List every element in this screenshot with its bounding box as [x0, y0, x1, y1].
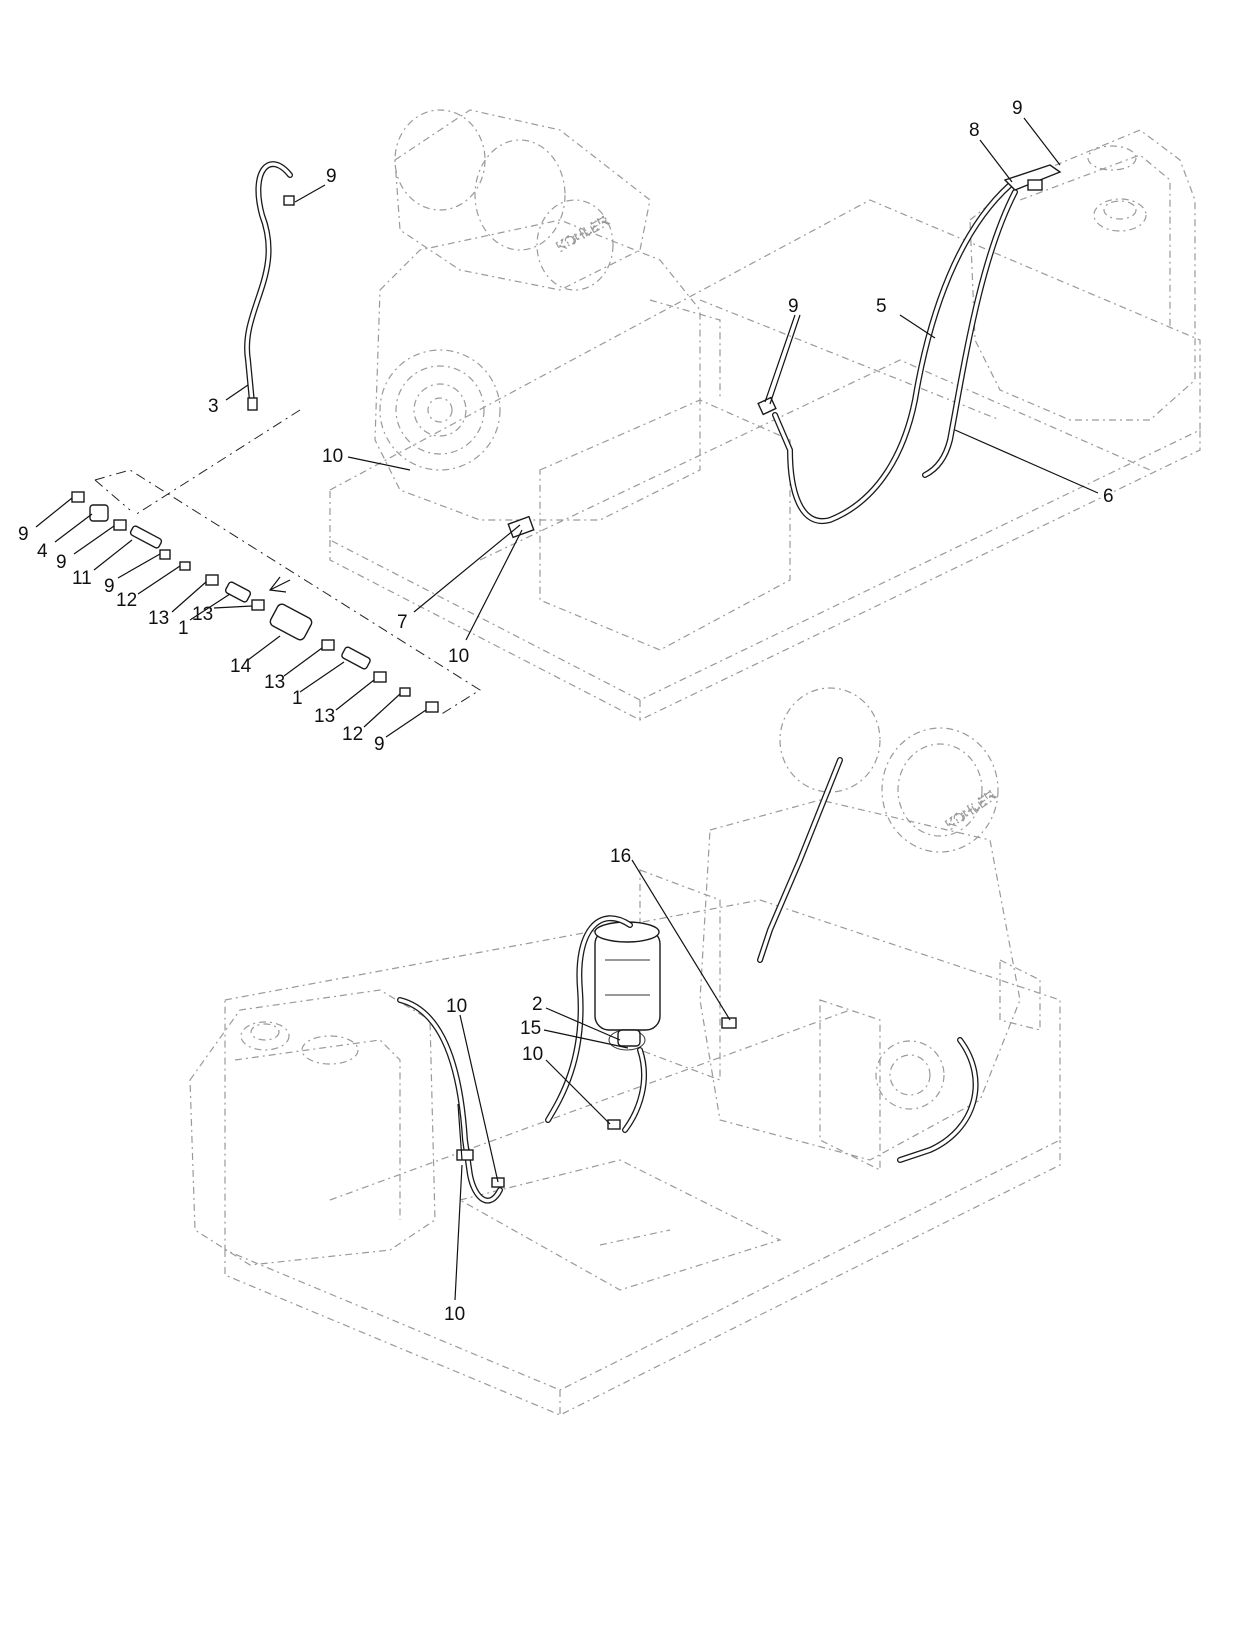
callout-12-b: 12: [342, 724, 363, 745]
clamp-13-a: [205, 574, 219, 586]
fitting-4: [89, 504, 109, 522]
fitting-12-a: [179, 561, 191, 571]
callout-12-a: 12: [116, 590, 137, 611]
fuel-line-3: [244, 161, 295, 411]
hose-1-b: [341, 646, 371, 670]
clamp-9-b: [113, 519, 127, 531]
callout-9-b: 9: [18, 524, 29, 545]
hose-clamp-10-engine: [507, 515, 535, 539]
callout-5: 5: [876, 296, 887, 317]
callout-4: 4: [37, 541, 48, 562]
bottom-engine-brand-label: KOHLER: [943, 786, 999, 832]
top-callout-labels: 9 3 10 9 4 9 11 9 12 13 1 13 14 13 1 13 …: [18, 98, 1114, 755]
bottom-assembly: KOHLER: [189, 687, 1061, 1416]
clamp-9-a: [71, 491, 85, 503]
fuel-line-6: [922, 189, 1018, 478]
callout-1-a: 1: [178, 618, 189, 639]
top-engine-brand-label: KOHLER: [554, 212, 612, 255]
bottom-leader-lines: [457, 859, 731, 1183]
callout-13-b: 13: [192, 604, 213, 625]
callout-10-e: 10: [444, 1304, 465, 1325]
callout-10-c: 10: [522, 1044, 543, 1065]
fuel-line-5: [772, 182, 1013, 525]
callout-8: 8: [969, 120, 980, 141]
hose-11: [129, 525, 163, 549]
bottom-fuel-hoses: [397, 757, 979, 1204]
bottom-frame-phantom: [224, 899, 1061, 1416]
fitting-12-b: [399, 687, 411, 697]
hose-clamp-10-upper: [491, 1177, 505, 1188]
callout-9-c: 9: [56, 552, 67, 573]
clamp-9-c: [159, 549, 171, 560]
callout-10-b: 10: [448, 646, 469, 667]
hose-clamp-10-lower: [456, 1149, 474, 1161]
hose-1-a: [224, 581, 252, 603]
callout-1-b: 1: [292, 688, 303, 709]
top-engine-phantom: KOHLER: [374, 109, 791, 651]
top-frame-phantom: [329, 199, 1201, 721]
vent-line-8: [1003, 164, 1062, 191]
callout-10-d: 10: [446, 996, 467, 1017]
top-leader-lines: [35, 117, 1099, 738]
callout-14: 14: [230, 656, 252, 677]
callout-9-e: 9: [374, 734, 385, 755]
hose-clamp-9-tank: [1027, 179, 1043, 191]
callout-9-d: 9: [104, 576, 115, 597]
callout-13-a: 13: [148, 608, 169, 629]
callout-15: 15: [520, 1018, 541, 1039]
clamp-9-d: [425, 701, 439, 713]
fuel-filter-14: [269, 603, 313, 641]
bottom-callout-labels: 16 2 15 10 10 10: [444, 846, 631, 1325]
callout-3: 3: [208, 396, 219, 417]
hose-clamp-10-mid: [607, 1119, 621, 1130]
callout-13-d: 13: [314, 706, 335, 727]
bottom-fuel-tank-phantom: [189, 989, 436, 1266]
hose-clamp-9-mid: [757, 396, 777, 416]
clamp-13-d: [373, 671, 387, 683]
callout-9-a: 9: [326, 166, 337, 187]
hose-end-3: [247, 397, 258, 411]
flow-direction-arrow: [269, 579, 291, 591]
hose-clamp-9-top: [283, 195, 295, 206]
top-assembly: KOHLER: [18, 98, 1201, 755]
clamp-13-c: [321, 639, 335, 651]
callout-16: 16: [610, 846, 631, 867]
top-fuel-tank-phantom: [969, 129, 1196, 421]
callout-9-g: 9: [788, 296, 799, 317]
callout-7: 7: [397, 612, 408, 633]
callout-2: 2: [532, 994, 543, 1015]
filter-element-15: [617, 1029, 641, 1047]
fuel-filter-exploded-view: [71, 409, 481, 716]
callout-9-f: 9: [1012, 98, 1023, 119]
callout-13-c: 13: [264, 672, 285, 693]
callout-10-a: 10: [322, 446, 343, 467]
clamp-13-b: [251, 599, 265, 611]
leader-10-e: [454, 1164, 463, 1301]
callout-11: 11: [72, 568, 92, 589]
callout-6: 6: [1103, 486, 1114, 507]
